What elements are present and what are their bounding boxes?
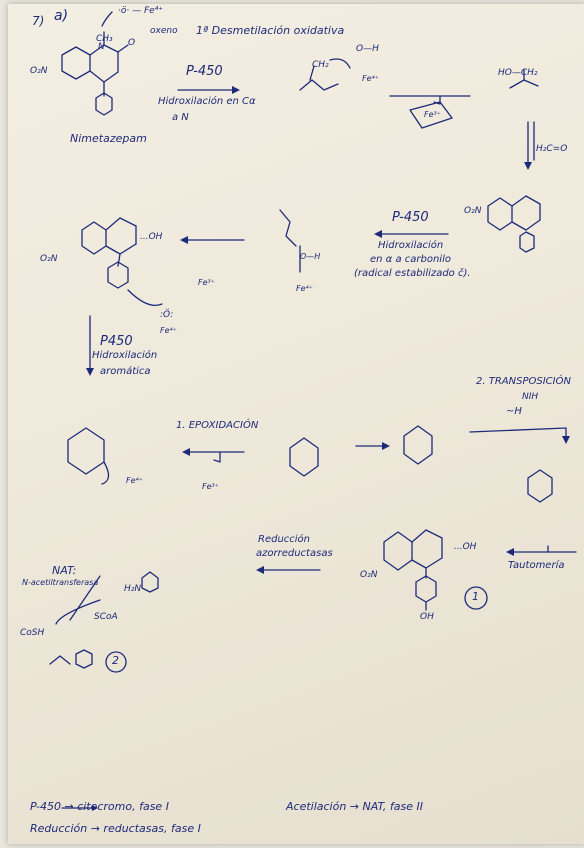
phenol-oh-label: OH xyxy=(420,612,434,622)
oxo-radical-label: :Ö: xyxy=(160,310,174,320)
step2-desc-line2: en α a carbonilo xyxy=(370,254,451,265)
footer-line3: Acetilación → NAT, fase II xyxy=(286,800,423,813)
ch2-label: CH₂ xyxy=(312,60,329,70)
product-1-mark: 1 xyxy=(472,590,479,603)
fe4-label-4: Fe⁴⁺ xyxy=(126,476,143,485)
step3-desc-line1: Hidroxilación xyxy=(92,350,158,361)
hydroxymethyl-label: HO—CH₂ xyxy=(498,68,538,78)
exercise-number: 7) xyxy=(32,14,45,28)
nat-label: NAT: xyxy=(52,564,77,577)
tautomerism-label: Tautomería xyxy=(508,560,565,571)
transposition-label: 2. TRANSPOSICIÓN xyxy=(476,376,571,387)
ring-nitrogen-label: N xyxy=(98,42,105,52)
hydride-shift-label: ~H xyxy=(506,406,522,417)
nat-full-label: N-acetiltransferasa xyxy=(22,578,99,587)
reduction-line2: azorreductasas xyxy=(256,548,333,559)
part-label: a) xyxy=(54,8,69,24)
fe4-label: Fe⁴⁺ xyxy=(362,74,379,83)
step3-desc-line2: aromática xyxy=(100,366,151,377)
notebook-page xyxy=(8,4,584,844)
nimetazepam-structure xyxy=(61,11,129,116)
oxidant-label: ·ö· — Fe⁴⁺ xyxy=(118,6,164,16)
oxo-label: oxeno xyxy=(150,26,178,36)
step2-desc-line1: Hidroxilación xyxy=(378,240,444,251)
reaction-title: 1ª Desmetilación oxidativa xyxy=(196,24,345,37)
step2-enzyme: P-450 xyxy=(392,210,429,225)
nitro-group-label-4: O₂N xyxy=(360,570,378,580)
oh-label-2: O—H xyxy=(300,252,321,261)
footer-line2: Reducción → reductasas, fase I xyxy=(30,822,201,835)
nitro-group-label-2: O₂N xyxy=(40,254,58,264)
reduction-line1: Reducción xyxy=(258,534,311,545)
carbonyl-oxygen-label: O xyxy=(128,38,136,48)
cosh-label: CoSH xyxy=(20,628,45,638)
alpha-oh-label-2: ...OH xyxy=(454,542,477,552)
step1-enzyme: P-450 xyxy=(186,64,223,79)
nih-label: NIH xyxy=(522,392,539,402)
compound-name: Nimetazepam xyxy=(70,132,147,145)
step2-desc-line3: (radical estabilizado č). xyxy=(354,268,471,279)
step1-desc-line2: a N xyxy=(172,112,189,123)
step3-enzyme: P450 xyxy=(100,334,133,349)
fe3-label-4: Fe³⁺ xyxy=(202,482,219,491)
amine-label: H₂N xyxy=(124,584,142,594)
fe3-label-2: Fe³⁺ xyxy=(198,278,215,287)
step1-desc-line1: Hidroxilación en Cα xyxy=(158,96,256,107)
product-2-mark: 2 xyxy=(112,654,119,667)
oh-label: O—H xyxy=(356,44,379,54)
footer-line1: P-450 → citocromo, fase I xyxy=(30,800,169,813)
formaldehyde-label: H₂C=O xyxy=(536,144,568,154)
scoa-label: SCoA xyxy=(94,612,118,622)
fe4-label-3: Fe⁴⁺ xyxy=(160,326,177,335)
nitro-group-label-3: O₂N xyxy=(464,206,482,216)
epoxidation-label: 1. EPOXIDACIÓN xyxy=(176,420,259,431)
methyl-label: CH₃ xyxy=(96,34,113,44)
fe4-label-2: Fe⁴⁺ xyxy=(296,284,313,293)
fe3-label: Fe³⁺ xyxy=(424,110,441,119)
alpha-oh-label: ...OH xyxy=(140,232,163,242)
nitro-group-label: O₂N xyxy=(30,66,48,76)
